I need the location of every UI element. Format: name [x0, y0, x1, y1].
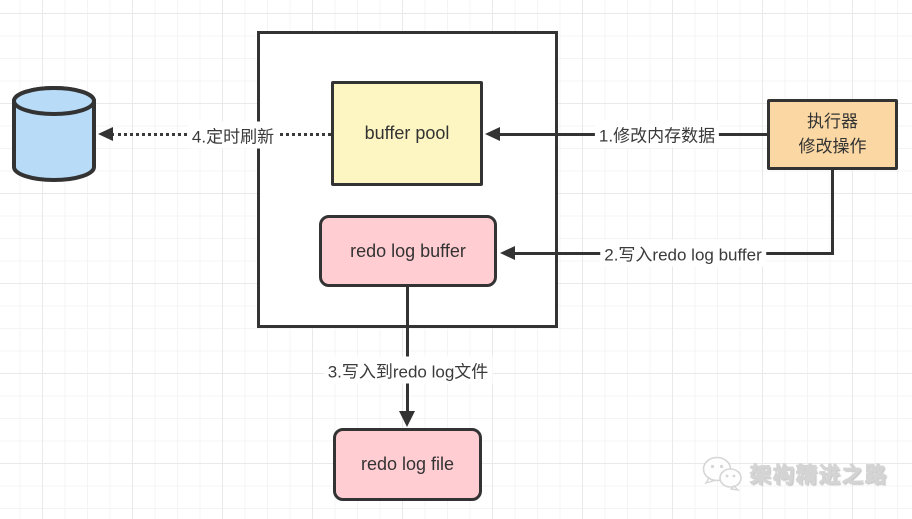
redo-log-buffer-label: redo log buffer	[350, 240, 466, 261]
step2-label: 2.写入redo log buffer	[600, 239, 766, 267]
redo-log-file-label: redo log file	[360, 454, 455, 474]
database-cylinder-icon	[12, 86, 96, 182]
step4-arrowhead-icon	[98, 127, 113, 141]
buffer-pool-node: buffer pool	[331, 81, 483, 186]
step3-arrow-line	[406, 287, 409, 413]
step3-label: 3.写入到redo log文件	[323, 356, 493, 384]
step2-arrowhead-icon	[500, 246, 515, 260]
step1-label: 1.修改内存数据	[594, 120, 720, 148]
redo-log-file-node: redo log file	[333, 428, 482, 501]
wechat-icon	[702, 456, 742, 491]
redo-log-buffer-node: redo log buffer	[319, 215, 497, 287]
buffer-pool-label: buffer pool	[364, 123, 450, 143]
step2-arrow-vertical-line	[831, 168, 834, 255]
database-cylinder	[10, 82, 98, 191]
watermark: 架构精进之路	[700, 455, 888, 493]
watermark-text: 架构精进之路	[750, 464, 888, 488]
step4-label: 4.定时刷新	[187, 121, 279, 149]
step3-arrowhead-icon	[399, 411, 415, 427]
executor-label: 执行器 修改操作	[798, 111, 867, 156]
executor-node: 执行器 修改操作	[767, 99, 898, 170]
step1-arrowhead-icon	[485, 127, 500, 141]
